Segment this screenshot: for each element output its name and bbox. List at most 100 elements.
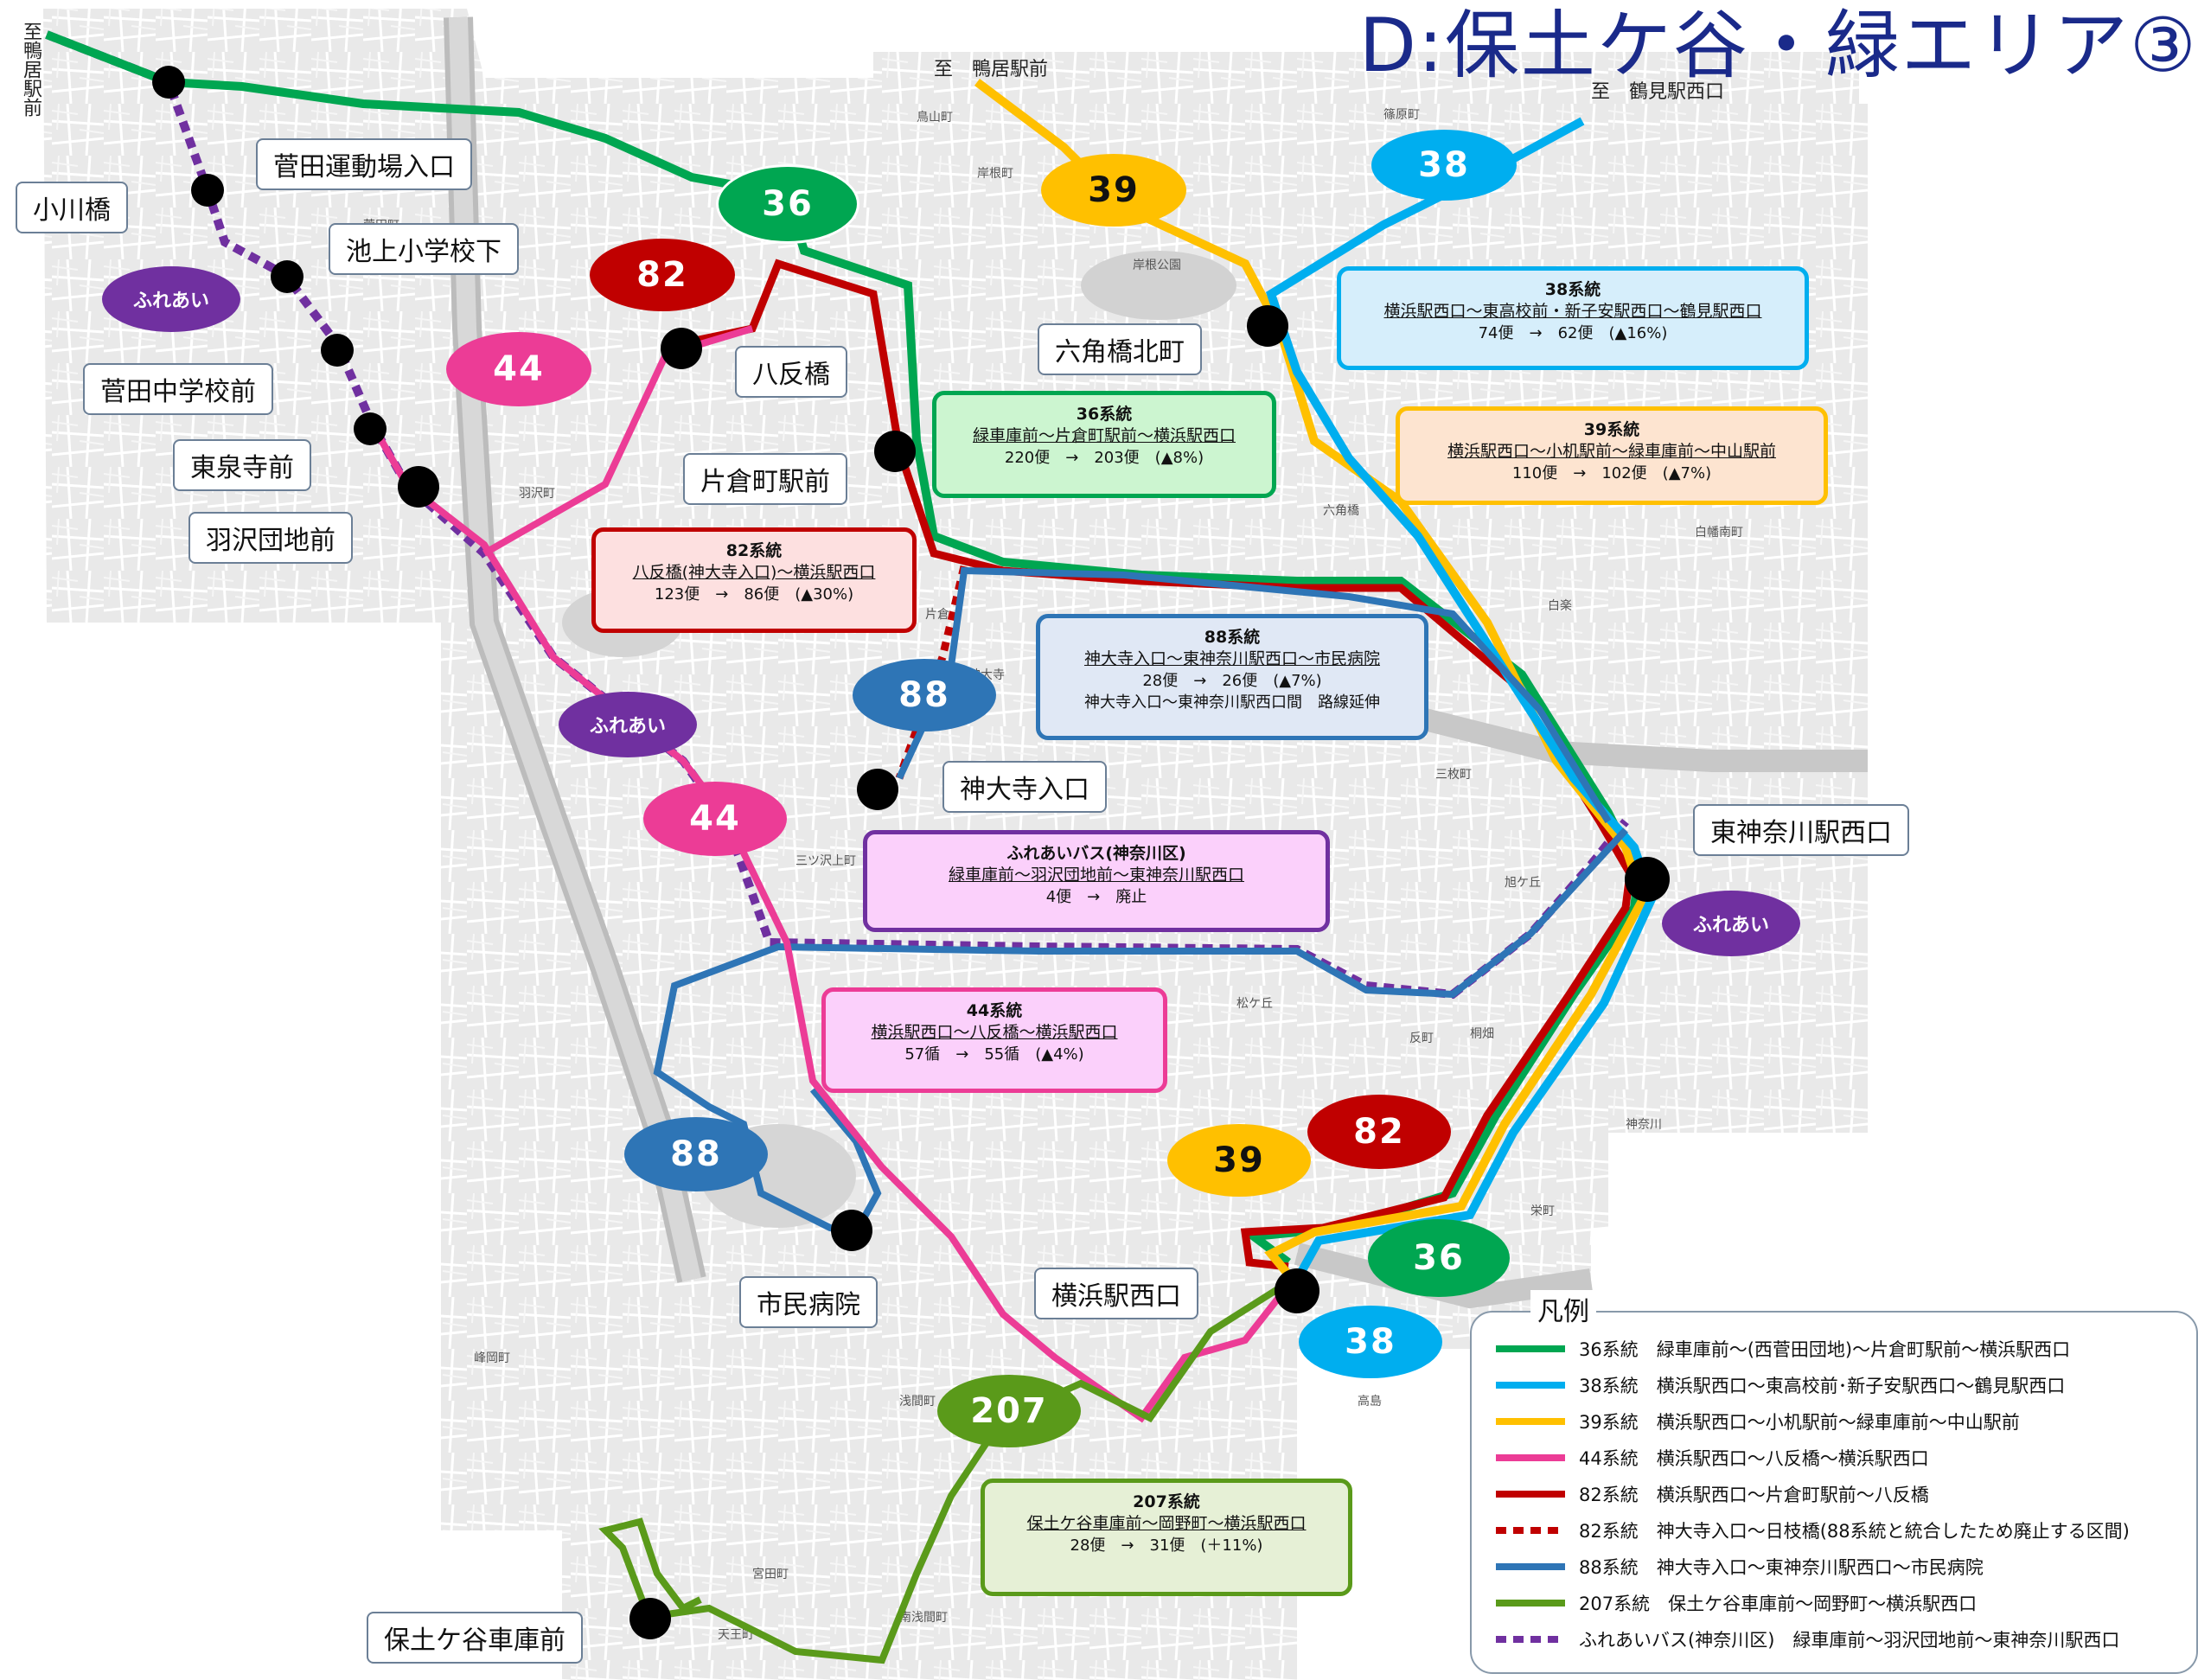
legend-swatch: [1496, 1454, 1565, 1461]
legend-swatch: [1496, 1491, 1565, 1498]
stop-label-hodogaya-shako: 保土ケ谷車庫前: [367, 1612, 583, 1664]
route-36-line: [45, 30, 1644, 1266]
stop-dot-shimin-byoin: [831, 1210, 872, 1251]
legend-swatch: [1496, 1600, 1565, 1607]
legend-swatch: [1496, 1636, 1565, 1643]
stop-dot-hattanbashi: [661, 328, 702, 369]
legend-item: 36系統 緑車庫前～(西菅田団地)～片倉町駅前～横浜駅西口: [1496, 1336, 2070, 1362]
legend-item: 207系統 保土ケ谷車庫前～岡野町～横浜駅西口: [1496, 1590, 1977, 1616]
legend-swatch: [1496, 1382, 1565, 1389]
info-route: 保土ケ谷車庫前～岡野町～横浜駅西口: [1026, 1514, 1307, 1533]
legend-label: 39系統 横浜駅西口～小机駅前～緑車庫前～中山駅前: [1579, 1412, 2020, 1433]
info-box-36: 36系統 緑車庫前～片倉町駅前～横浜駅西口 220便 → 203便 (▲8%): [932, 391, 1276, 498]
legend-item: 82系統 神大寺入口～日枝橋(88系統と統合したため廃止する区間): [1496, 1517, 2130, 1543]
fureai-badge: ふれあい: [102, 266, 240, 332]
info-box-38: 38系統 横浜駅西口～東高校前・新子安駅西口～鶴見駅西口 74便 → 62便 (…: [1337, 266, 1809, 370]
map-label: 峰岡町: [474, 1351, 510, 1365]
info-change: 123便 → 86便 (▲30%): [654, 585, 854, 604]
route-badge-36: 36: [1368, 1219, 1510, 1297]
legend-label: 82系統 横浜駅西口～片倉町駅前～八反橋: [1579, 1485, 1929, 1505]
route-badge-36: 36: [716, 164, 859, 244]
map-label: 浅間町: [899, 1395, 936, 1409]
legend-label: 44系統 横浜駅西口～八反橋～横浜駅西口: [1579, 1448, 1929, 1469]
legend-label: 38系統 横浜駅西口～東高校前･新子安駅西口～鶴見駅西口: [1579, 1376, 2066, 1396]
map-label: 白楽: [1548, 599, 1572, 613]
stop-label-hattanbashi: 八反橋: [735, 346, 847, 398]
map-label: 松ケ丘: [1236, 997, 1273, 1011]
map-label: 宮田町: [752, 1568, 789, 1581]
stop-dot-sugeta-chugakko: [321, 334, 354, 367]
stop-dot-hodogaya-shako: [629, 1598, 671, 1639]
stop-label-rokkakubashi: 六角橋北町: [1038, 323, 1202, 375]
stop-dot-sugeta-undojo: [191, 174, 224, 207]
route-badge-82: 82: [1307, 1095, 1451, 1169]
stop-dot-jindaiji: [857, 769, 898, 810]
stop-label-sugeta-undojo: 菅田運動場入口: [256, 138, 472, 190]
info-title: 36系統: [1076, 405, 1133, 424]
info-route: 緑車庫前～片倉町駅前～横浜駅西口: [972, 426, 1236, 445]
info-box-207: 207系統 保土ケ谷車庫前～岡野町～横浜駅西口 28便 → 31便 (＋11%): [981, 1479, 1352, 1596]
legend-item: 88系統 神大寺入口～東神奈川駅西口～市民病院: [1496, 1554, 1984, 1580]
legend-swatch: [1496, 1563, 1565, 1570]
page-title: D:保土ケ谷・緑エリア③: [1358, 3, 2198, 89]
legend-label: ふれあいバス(神奈川区) 緑車庫前～羽沢団地前～東神奈川駅西口: [1579, 1630, 2120, 1651]
stop-label-jindaiji: 神大寺入口: [942, 761, 1107, 813]
info-change: 220便 → 203便 (▲8%): [1004, 449, 1204, 467]
stop-dot-ikegami: [271, 260, 304, 293]
route-38-line: [1266, 117, 1657, 1282]
stop-label-katakuracho: 片倉町駅前: [683, 453, 847, 505]
fureai-badge: ふれあい: [1662, 891, 1800, 956]
info-route: 八反橋(神大寺入口)～横浜駅西口: [632, 563, 876, 582]
route-badge-88: 88: [624, 1117, 768, 1191]
legend-swatch: [1496, 1345, 1565, 1352]
info-change: 57循 → 55循 (▲4%): [904, 1045, 1084, 1064]
info-box-82: 82系統 八反橋(神大寺入口)～横浜駅西口 123便 → 86便 (▲30%): [591, 527, 917, 633]
destination-kamoi: 至 鴨居駅前: [934, 59, 1049, 80]
info-route: 横浜駅西口～東高校前・新子安駅西口～鶴見駅西口: [1383, 302, 1762, 321]
info-route: 緑車庫前～羽沢団地前～東神奈川駅西口: [948, 866, 1244, 885]
legend-item: ふれあいバス(神奈川区) 緑車庫前～羽沢団地前～東神奈川駅西口: [1496, 1626, 2119, 1652]
stop-dot-tosenji: [354, 412, 387, 445]
legend-label: 36系統 緑車庫前～(西菅田団地)～片倉町駅前～横浜駅西口: [1579, 1339, 2071, 1360]
route-39-line: [974, 79, 1648, 1283]
route-badge-39: 39: [1041, 154, 1186, 227]
stop-label-ogawabashi: 小川橋: [16, 182, 128, 233]
map-label: 三ツ沢上町: [795, 854, 856, 868]
map-label: 羽沢町: [519, 487, 555, 501]
info-box-fureai: ふれあいバス(神奈川区) 緑車庫前～羽沢団地前～東神奈川駅西口 4便 → 廃止: [863, 830, 1330, 932]
destination-tsurumi: 至 鶴見駅西口: [1591, 81, 1725, 103]
legend-label: 207系統 保土ケ谷車庫前～岡野町～横浜駅西口: [1579, 1594, 1978, 1614]
map-label: 桐畑: [1470, 1027, 1494, 1041]
map-label: 白幡南町: [1695, 526, 1743, 540]
route-badge-44: 44: [643, 782, 787, 856]
info-route: 神大寺入口～東神奈川駅西口～市民病院: [1083, 649, 1380, 668]
map-label: 天王町: [718, 1628, 754, 1642]
info-change: 4便 → 廃止: [1045, 888, 1147, 906]
map-label: 旭ケ丘: [1505, 876, 1541, 890]
info-title: 38系統: [1544, 280, 1601, 299]
map-label: 篠原町: [1383, 108, 1420, 122]
legend-item: 44系統 横浜駅西口～八反橋～横浜駅西口: [1496, 1445, 1929, 1471]
legend: [1470, 1311, 2198, 1674]
info-box-39: 39系統 横浜駅西口～小机駅前～緑車庫前～中山駅前 110便 → 102便 (▲…: [1396, 406, 1828, 505]
route-badge-39: 39: [1167, 1124, 1311, 1197]
map-label: 岸根町: [977, 167, 1013, 181]
map-label: 高島: [1358, 1395, 1382, 1409]
map-label: 栄町: [1530, 1204, 1555, 1218]
legend-item: 82系統 横浜駅西口～片倉町駅前～八反橋: [1496, 1481, 1929, 1507]
stop-label-sugeta-chugakko: 菅田中学校前: [83, 363, 273, 415]
map-label: 反町: [1409, 1032, 1434, 1045]
route-44-line: [368, 325, 1296, 1423]
stop-dot-hazawa: [398, 466, 439, 508]
info-box-44: 44系統 横浜駅西口～八反橋～横浜駅西口 57循 → 55循 (▲4%): [821, 987, 1167, 1093]
legend-label: 88系統 神大寺入口～東神奈川駅西口～市民病院: [1579, 1557, 1984, 1578]
map-label: 三枚町: [1435, 768, 1472, 782]
legend-item: 38系統 横浜駅西口～東高校前･新子安駅西口～鶴見駅西口: [1496, 1372, 2065, 1398]
stop-label-hazawa: 羽沢団地前: [188, 512, 353, 564]
stop-dot-yokohama-nishi: [1275, 1268, 1319, 1313]
stop-label-yokohama-nishi: 横浜駅西口: [1034, 1268, 1198, 1319]
route-207-line: [598, 1276, 1295, 1664]
stop-dot-higashikanagawa: [1625, 857, 1670, 902]
